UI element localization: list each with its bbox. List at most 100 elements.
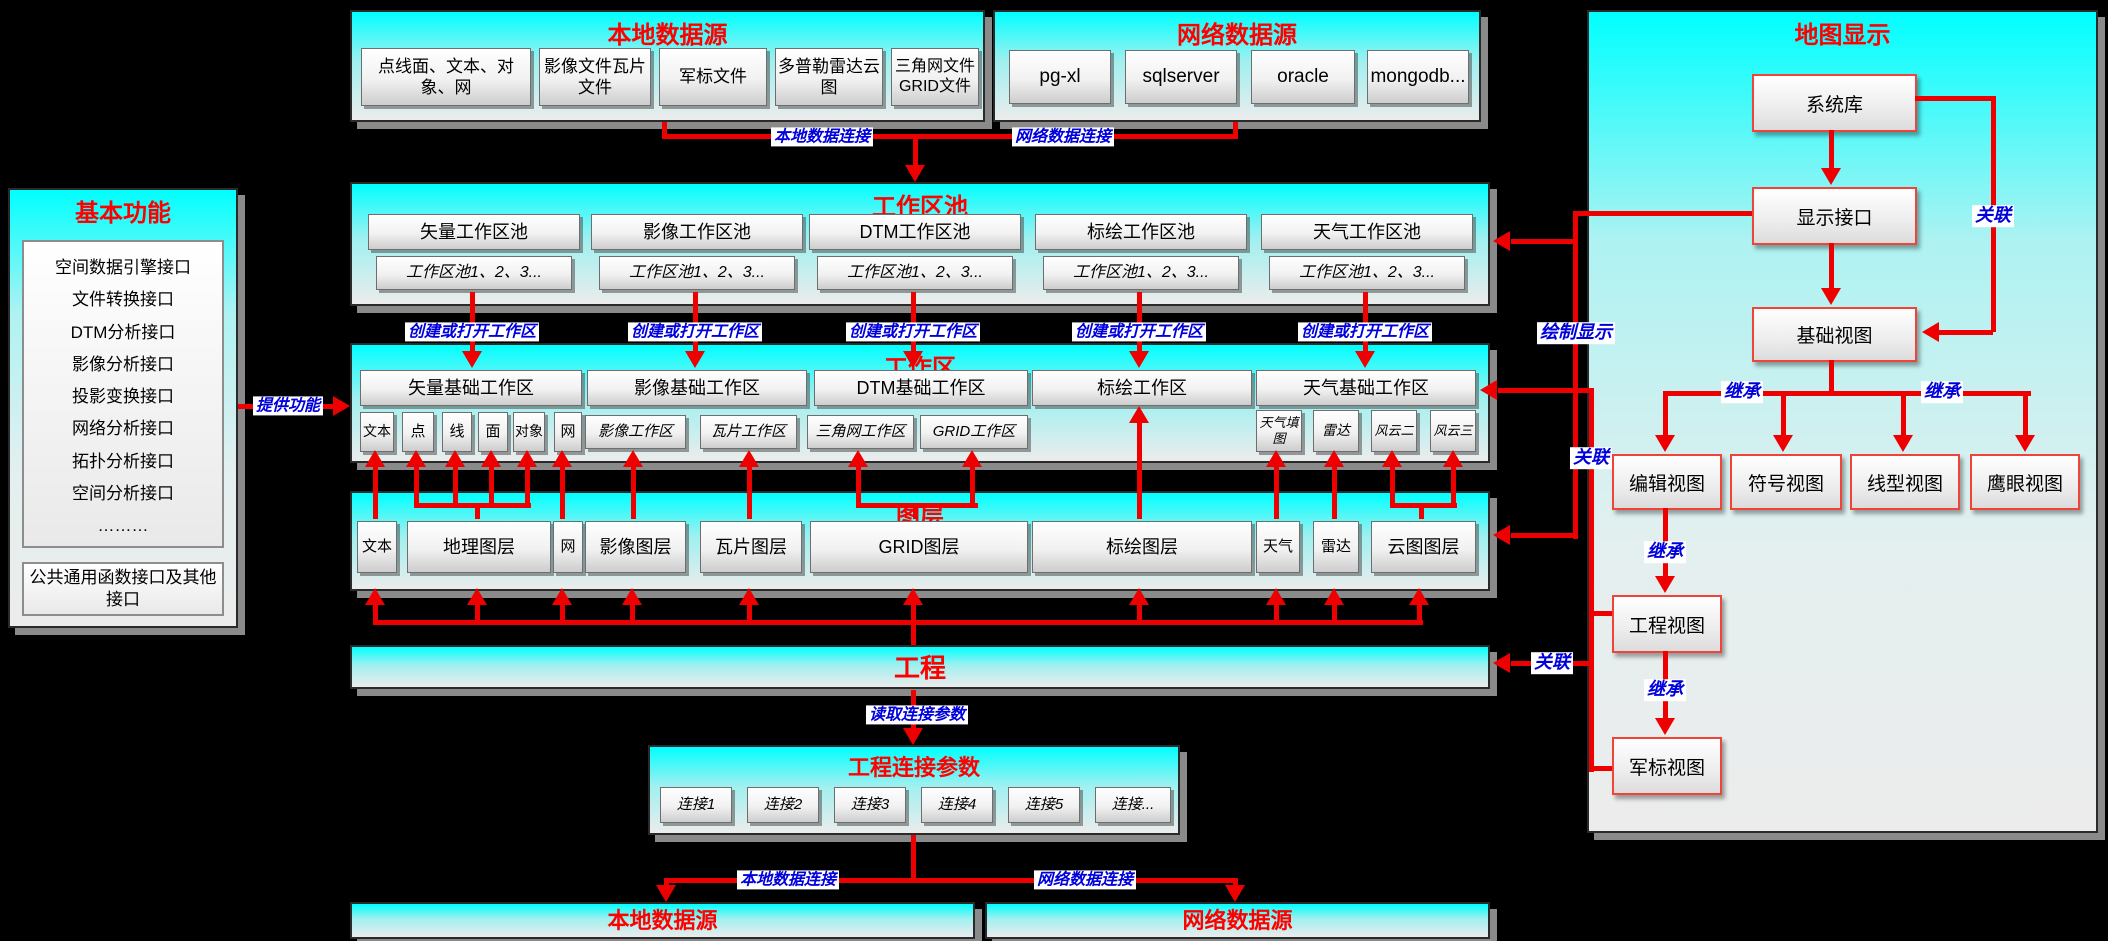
- layer-box: 瓦片图层: [700, 521, 802, 573]
- interface-item: 文件转换接口: [72, 290, 174, 310]
- map-node-view: 符号视图: [1730, 454, 1842, 510]
- workspace-sub: 文本: [360, 412, 394, 452]
- arrowhead-d: [1655, 718, 1675, 735]
- workspace-sub: 瓦片工作区: [700, 415, 797, 449]
- workspace-sub: 网: [554, 412, 582, 452]
- panel-title: 工程: [893, 653, 946, 683]
- panel-title: 网络数据源: [1182, 908, 1293, 933]
- panel-bottom-local-source: 本地数据源: [350, 902, 975, 939]
- arrowhead-d: [1655, 576, 1675, 593]
- connector-line: [1593, 611, 1612, 616]
- network-source-item: mongodb...: [1367, 50, 1469, 104]
- arrowhead-u: [1324, 588, 1344, 605]
- arrowhead-u: [622, 588, 642, 605]
- arrowhead-l: [1480, 380, 1497, 400]
- edge-label-create-open: 创建或打开工作区: [1071, 322, 1207, 342]
- connector-line: [1274, 466, 1279, 519]
- workspace-sub: 风云二: [1371, 410, 1417, 452]
- panel-title: 本地数据源: [607, 22, 728, 49]
- layer-box: 影像图层: [585, 521, 686, 573]
- interface-item: 网络分析接口: [72, 419, 174, 439]
- arrowhead-u: [1266, 450, 1286, 467]
- workspace-sub: 对象: [513, 412, 545, 452]
- panel-bottom-network-source: 网络数据源: [985, 902, 1490, 939]
- arrowhead-u: [1129, 588, 1149, 605]
- conn-item: 连接1: [660, 787, 732, 823]
- connector-line: [1829, 360, 1834, 393]
- map-node-view: 鹰眼视图: [1970, 454, 2080, 510]
- connector-line: [747, 466, 752, 519]
- panel-project: 工程: [350, 645, 1490, 689]
- arrowhead-d: [1355, 351, 1375, 368]
- connector-line: [414, 466, 419, 505]
- edge-label-create-open: 创建或打开工作区: [627, 322, 763, 342]
- arrowhead-d: [903, 728, 923, 745]
- connector-line: [1511, 239, 1575, 244]
- workspace-box: 标绘工作区: [1032, 370, 1252, 406]
- workspace-box: 天气基础工作区: [1256, 370, 1476, 406]
- workspace-sub: 面: [478, 412, 508, 452]
- layer-box: GRID图层: [810, 521, 1028, 573]
- arrowhead-u: [445, 450, 465, 467]
- panel-workspace-pool: 工作区池 矢量工作区池 影像工作区池 DTM工作区池 标绘工作区池 天气工作区池…: [350, 182, 1490, 306]
- layer-box: 网: [553, 521, 583, 573]
- layer-box: 雷达: [1313, 521, 1359, 573]
- connector-line: [1593, 766, 1612, 771]
- edge-label-assoc: 关联: [1531, 652, 1573, 674]
- map-node-project-view: 工程视图: [1612, 595, 1722, 653]
- arrowhead-d: [1129, 351, 1149, 368]
- panel-conn-params: 工程连接参数 连接1 连接2 连接3 连接4 连接5 连接...: [648, 745, 1180, 835]
- arrowhead-u: [1382, 450, 1402, 467]
- panel-title: 地图显示: [1794, 22, 1891, 49]
- panel-title: 网络数据源: [1177, 22, 1297, 49]
- arrowhead-d: [905, 165, 925, 182]
- interface-item: 投影变换接口: [72, 387, 174, 407]
- conn-item: 连接5: [1008, 787, 1080, 823]
- pool-box: 矢量工作区池: [368, 214, 580, 250]
- connector-line: [1938, 330, 1993, 335]
- arrowhead-l: [1922, 322, 1939, 342]
- local-source-item: 点线面、文本、对象、网: [361, 48, 531, 106]
- arrowhead-l: [1493, 231, 1510, 251]
- connector-line: [1451, 466, 1456, 505]
- panel-title: 本地数据源: [607, 908, 718, 933]
- workspace-box: 矢量基础工作区: [360, 370, 582, 406]
- arrowhead-u: [481, 450, 501, 467]
- arrowhead-u: [365, 450, 385, 467]
- connector-line: [489, 466, 494, 505]
- edge-label-create-open: 创建或打开工作区: [845, 322, 981, 342]
- pool-box: 天气工作区池: [1261, 214, 1473, 250]
- workspace-sub: 影像工作区: [585, 415, 686, 449]
- connector-line: [1915, 96, 1995, 101]
- edge-label-inherit: 继承: [1721, 381, 1763, 403]
- connector-line: [373, 604, 378, 622]
- arrowhead-u: [739, 588, 759, 605]
- connector-line: [1332, 604, 1337, 622]
- connector-line: [525, 466, 530, 505]
- connector-line: [475, 503, 480, 519]
- local-source-item: 军标文件: [659, 48, 767, 106]
- connector-line: [1332, 466, 1337, 519]
- interface-item: 空间分析接口: [72, 484, 174, 504]
- connector-line: [1417, 604, 1422, 622]
- connector-line: [664, 878, 1237, 883]
- connector-line: [911, 835, 916, 881]
- interface-item: 拓扑分析接口: [72, 451, 174, 471]
- interface-item: 空间数据引擎接口: [55, 258, 191, 277]
- pool-box: 标绘工作区池: [1035, 214, 1247, 250]
- connector-line: [662, 134, 1238, 139]
- connector-line: [560, 466, 565, 519]
- layer-box: 文本: [357, 521, 397, 573]
- panel-layers: 图层 文本 地理图层 网 影像图层 瓦片图层 GRID图层 标绘图层 天气 雷达…: [350, 491, 1490, 591]
- connector-line: [662, 122, 667, 138]
- connector-line: [1901, 391, 1906, 436]
- workspace-sub: GRID工作区: [920, 415, 1028, 449]
- connector-line: [911, 620, 916, 645]
- connector-line: [1829, 130, 1834, 170]
- connector-line: [453, 466, 458, 505]
- connector-line: [1498, 388, 1593, 393]
- workspace-sub: 风云三: [1430, 410, 1476, 452]
- workspace-sub: 点: [402, 412, 434, 452]
- arrowhead-d: [1225, 885, 1245, 902]
- edge-label-inherit: 继承: [1921, 381, 1963, 403]
